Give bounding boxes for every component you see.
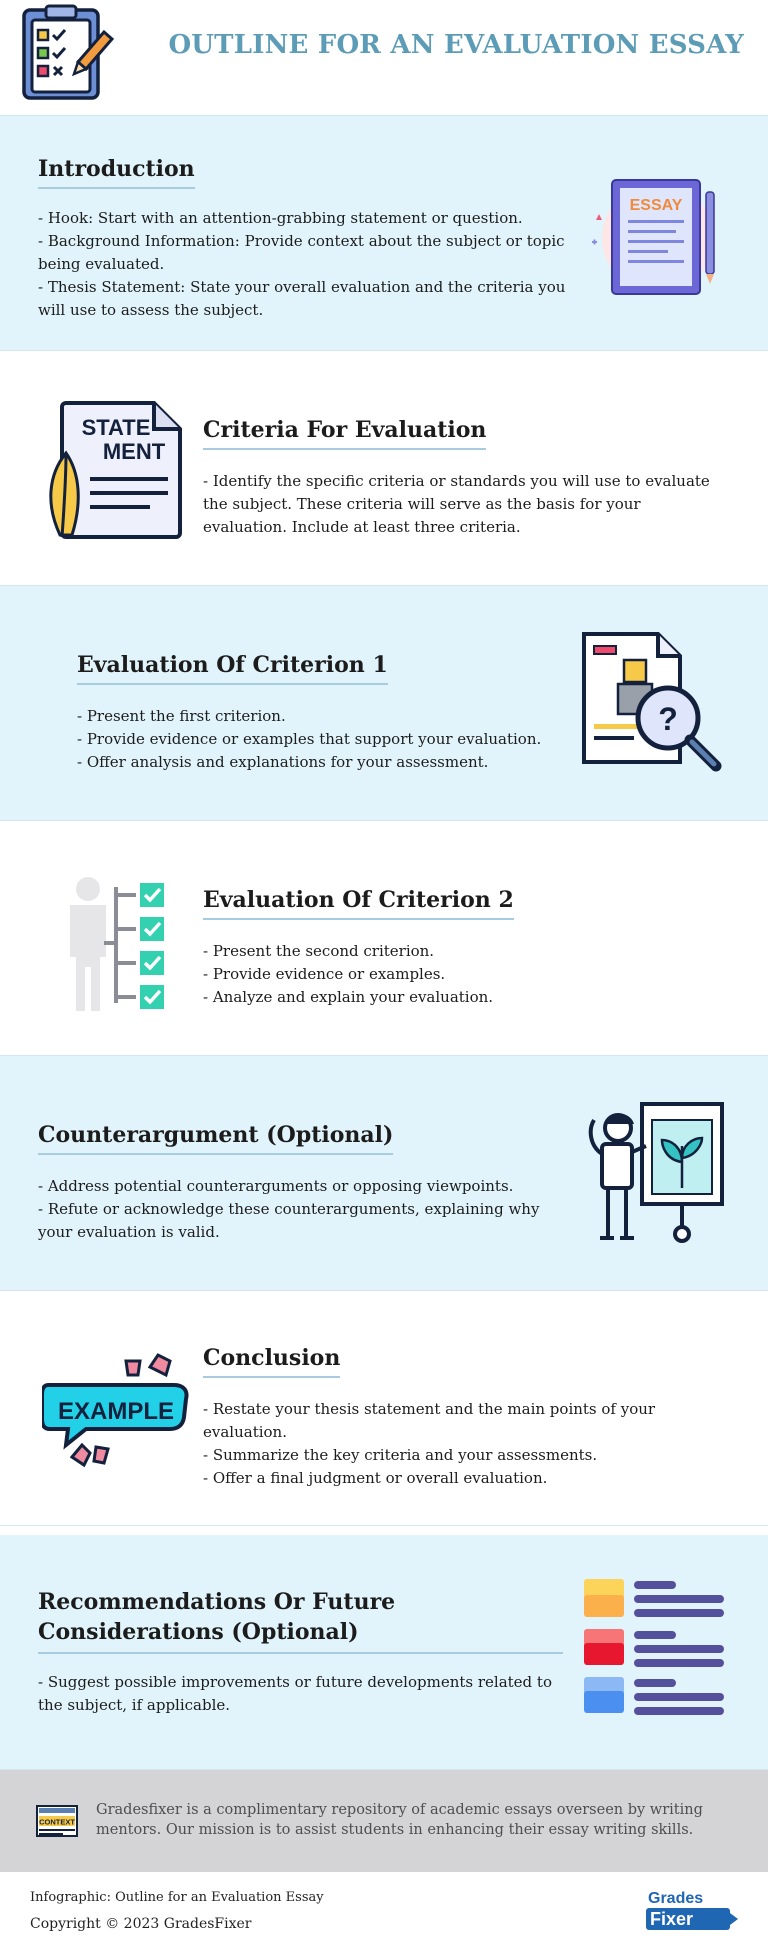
section-title: Recommendations Or Future Considerations…	[38, 1587, 563, 1654]
example-badge-icon: EXAMPLE	[42, 1353, 189, 1468]
clipboard-checklist-icon	[22, 4, 115, 100]
svg-text:MENT: MENT	[103, 439, 166, 464]
section-body: - Hook: Start with an attention-grabbing…	[38, 207, 573, 322]
footer-info-band: CONTEXT Gradesfixer is a complimentary r…	[0, 1770, 768, 1872]
section-body: - Identify the specific criteria or stan…	[203, 470, 718, 539]
header: OUTLINE FOR AN EVALUATION ESSAY	[0, 0, 768, 116]
body-line: - Offer a final judgment or overall eval…	[203, 1469, 548, 1487]
section-body: - Restate your thesis statement and the …	[203, 1398, 718, 1490]
svg-text:STATE: STATE	[82, 415, 151, 440]
section-title: Criteria For Evaluation	[203, 417, 487, 450]
color-list-icon	[584, 1579, 724, 1715]
section-recommendations: Recommendations Or Future Considerations…	[0, 1535, 768, 1770]
footer-bottom: Infographic: Outline for an Evaluation E…	[0, 1872, 768, 1946]
body-line: - Provide evidence or examples that supp…	[77, 730, 542, 748]
footer-description: Gradesfixer is a complimentary repositor…	[96, 1802, 703, 1838]
section-criterion-2: Evaluation Of Criterion 2 - Present the …	[0, 821, 768, 1056]
gradesfixer-logo[interactable]: Grades Fixer	[646, 1890, 738, 1932]
section-title: Evaluation Of Criterion 2	[203, 887, 514, 920]
body-line: - Thesis Statement: State your overall e…	[38, 278, 566, 319]
essay-document-icon: ESSAY	[592, 179, 715, 295]
body-line: - Present the second criterion.	[203, 942, 435, 960]
section-criteria: STATE MENT Criteria For Evaluation - Ide…	[0, 351, 768, 586]
infographic-label: Infographic: Outline for an Evaluation E…	[30, 1890, 324, 1905]
section-body: - Present the first criterion. - Provide…	[77, 705, 597, 774]
essay-icon-label: ESSAY	[630, 197, 683, 214]
context-book-icon: CONTEXT	[36, 1805, 78, 1837]
svg-text:?: ?	[658, 701, 678, 737]
section-title: Introduction	[38, 156, 195, 189]
body-line: - Hook: Start with an attention-grabbing…	[38, 209, 523, 227]
presenter-board-icon	[588, 1102, 724, 1243]
person-checklist-icon	[70, 877, 164, 1011]
section-conclusion: EXAMPLE Conclusion - Restate your thesis…	[0, 1291, 768, 1526]
section-title: Conclusion	[203, 1345, 341, 1378]
section-criterion-1: Evaluation Of Criterion 1 - Present the …	[0, 586, 768, 821]
brand-top-text: Grades	[648, 1890, 704, 1907]
section-introduction: Introduction - Hook: Start with an atten…	[0, 116, 768, 351]
body-line: - Refute or acknowledge these counterarg…	[38, 1200, 540, 1241]
section-title: Counterargument (Optional)	[38, 1122, 394, 1155]
body-line: - Suggest possible improvements or futur…	[38, 1673, 552, 1714]
body-line: - Provide evidence or examples.	[203, 965, 446, 983]
statement-document-icon: STATE MENT	[49, 401, 182, 539]
body-line: - Background Information: Provide contex…	[38, 232, 565, 273]
page-title: OUTLINE FOR AN EVALUATION ESSAY	[168, 30, 744, 60]
body-line: - Present the first criterion.	[77, 707, 286, 725]
copyright-text: Copyright © 2023 GradesFixer	[30, 1916, 252, 1932]
body-line: - Address potential counterarguments or …	[38, 1177, 514, 1195]
magnifier-document-icon: ?	[582, 632, 722, 772]
section-body: - Address potential counterarguments or …	[38, 1175, 578, 1244]
section-body: - Suggest possible improvements or futur…	[38, 1671, 568, 1717]
example-icon-label: EXAMPLE	[58, 1398, 174, 1425]
section-body: - Present the second criterion. - Provid…	[203, 940, 718, 1009]
brand-bottom-text: Fixer	[646, 1908, 738, 1930]
body-line: - Offer analysis and explanations for yo…	[77, 753, 489, 771]
body-line: - Summarize the key criteria and your as…	[203, 1446, 598, 1464]
section-counterargument: Counterargument (Optional) - Address pot…	[0, 1056, 768, 1291]
body-line: - Analyze and explain your evaluation.	[203, 988, 494, 1006]
context-icon-label: CONTEXT	[39, 1818, 75, 1827]
section-title: Evaluation Of Criterion 1	[77, 652, 388, 685]
body-line: - Restate your thesis statement and the …	[203, 1400, 656, 1441]
body-line: - Identify the specific criteria or stan…	[203, 472, 710, 536]
